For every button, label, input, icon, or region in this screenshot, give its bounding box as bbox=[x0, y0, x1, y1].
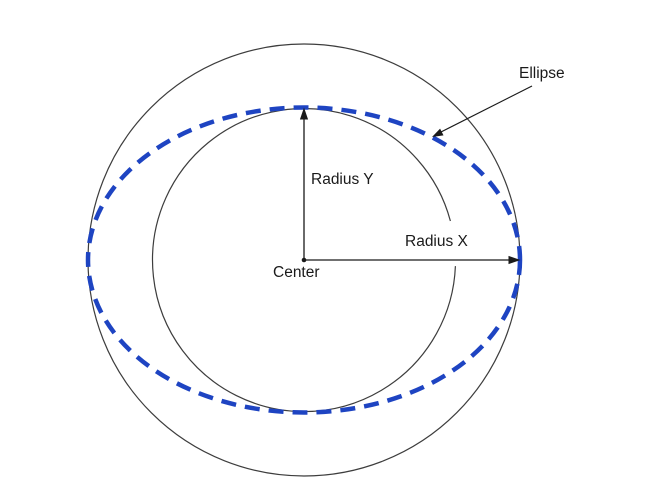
radius-y-arrow bbox=[299, 107, 309, 260]
center-dot bbox=[301, 257, 307, 263]
radius-x-arrow bbox=[304, 255, 521, 265]
radius-x-arrowhead-icon bbox=[508, 255, 521, 265]
ellipse-leader-line bbox=[437, 85, 533, 135]
radius-x-label: Radius X bbox=[405, 233, 468, 250]
ellipse-label: Ellipse bbox=[519, 65, 565, 82]
ellipse-leader-arrow bbox=[432, 85, 533, 137]
ellipse-leader-arrowhead-icon bbox=[432, 128, 444, 137]
center-label: Center bbox=[273, 264, 320, 281]
radius-y-label: Radius Y bbox=[311, 171, 374, 188]
inner-circle bbox=[151, 108, 456, 413]
radius-y-arrowhead-icon bbox=[299, 107, 309, 120]
